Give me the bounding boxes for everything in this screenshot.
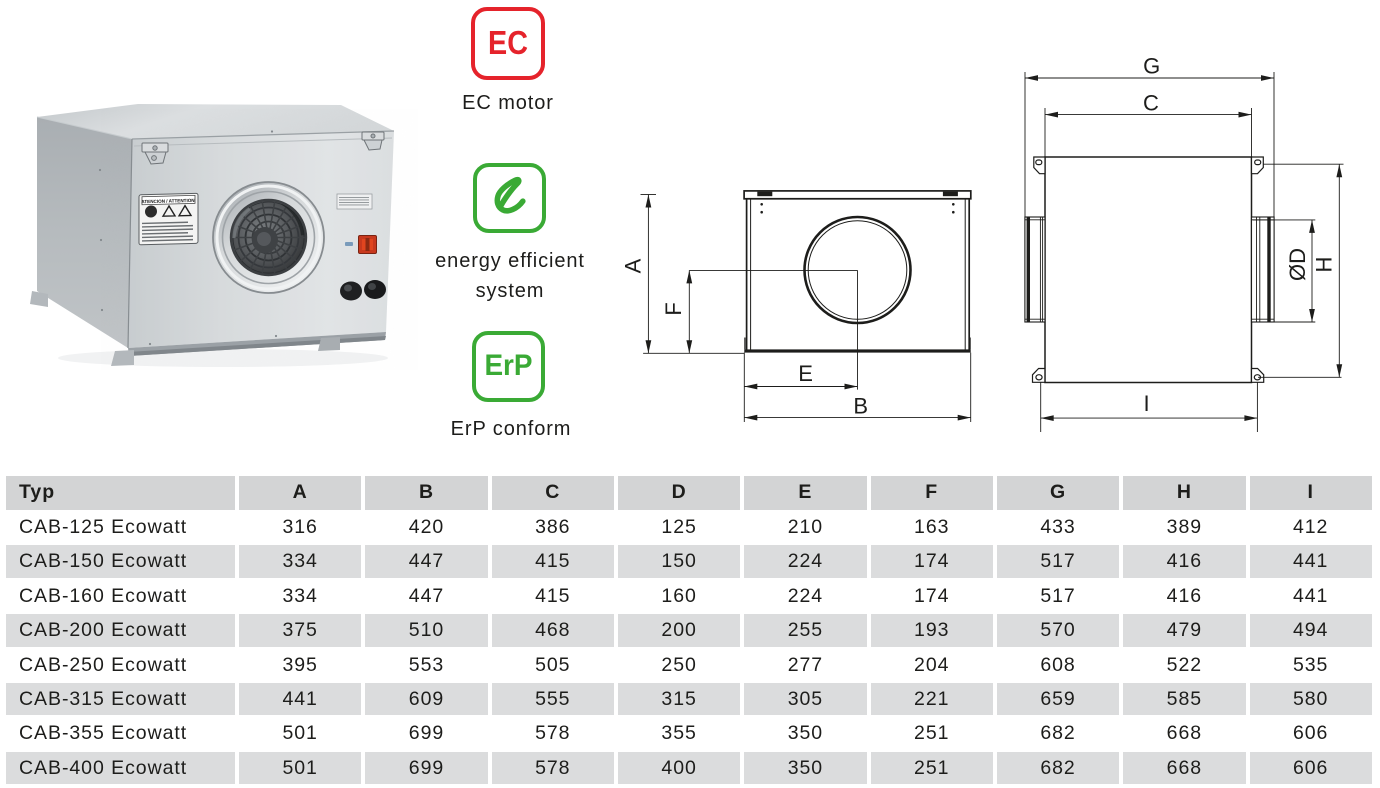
svg-text:H: H <box>1312 257 1337 273</box>
svg-text:I: I <box>1143 391 1149 416</box>
svg-text:A: A <box>621 258 646 273</box>
svg-text:ATENCION / ATTENTION: ATENCION / ATTENTION <box>141 198 195 204</box>
svg-text:E: E <box>798 361 813 386</box>
svg-text:F: F <box>661 302 686 315</box>
svg-text:C: C <box>1143 91 1159 116</box>
svg-text:B: B <box>853 394 868 419</box>
svg-text:ØD: ØD <box>1285 248 1310 281</box>
svg-text:G: G <box>1143 54 1160 79</box>
